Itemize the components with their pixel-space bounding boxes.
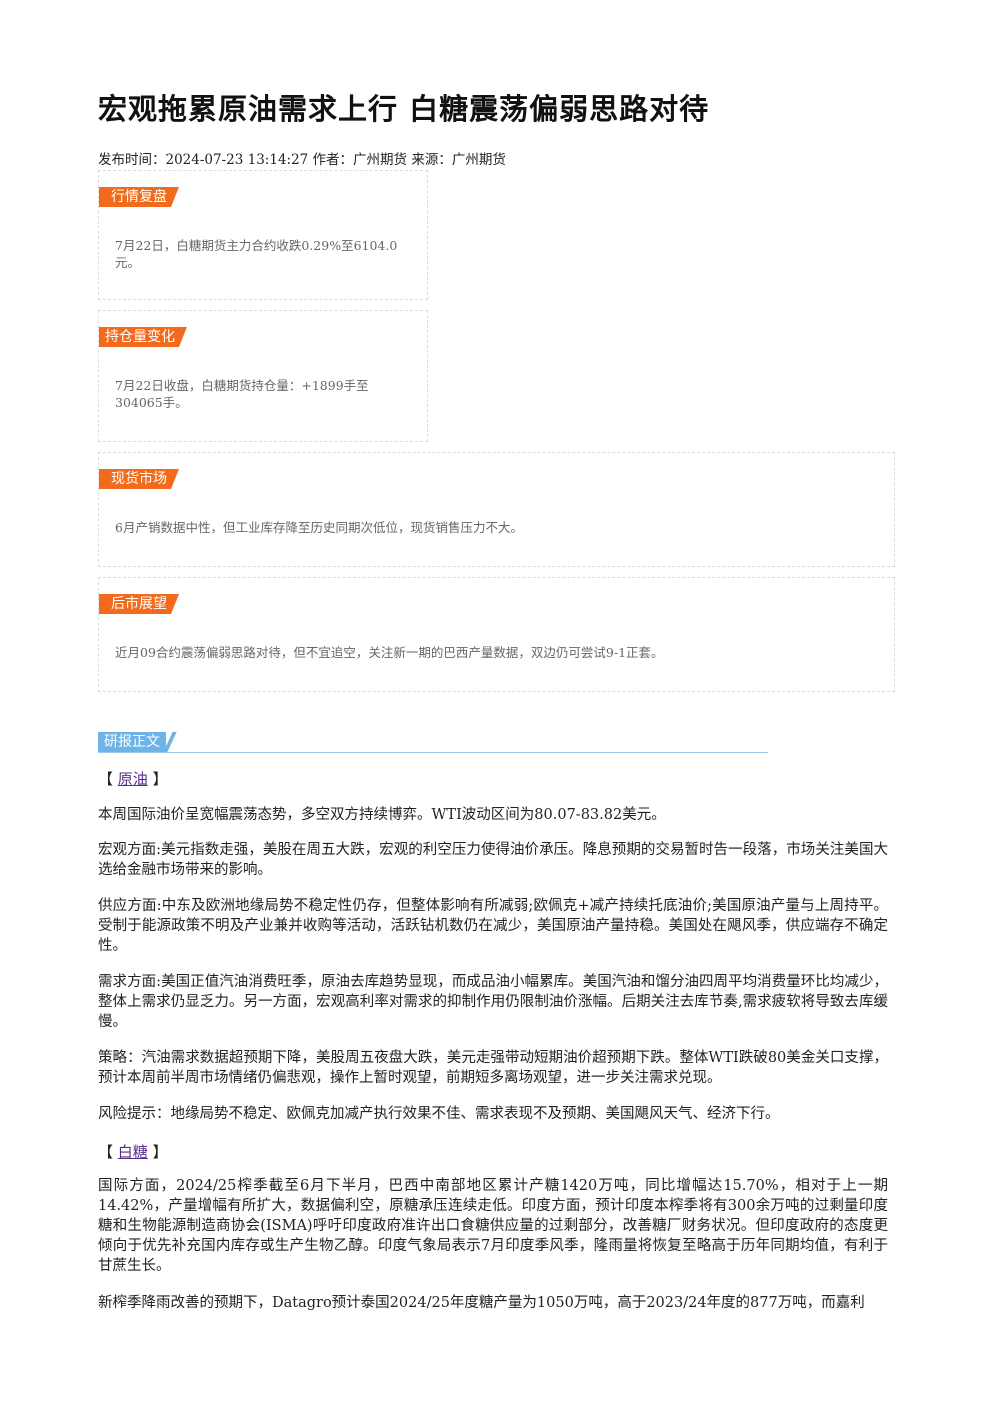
oil-paragraph: 本周国际油价呈宽幅震荡态势，多空双方持续博弈。WTI波动区间为80.07-83.… (98, 807, 666, 823)
box-tag: 行情复盘 (99, 187, 179, 207)
report-section-label: 研报正文 (98, 732, 166, 752)
report-section-header: 研报正文 (98, 732, 768, 753)
box-text: 近月09合约震荡偏弱思路对待，但不宜追空，关注新一期的巴西产量数据，双边仍可尝试… (115, 645, 664, 660)
box-tag-label: 后市展望 (99, 594, 179, 614)
sugar-heading: 【 白糖 】 (98, 1141, 168, 1162)
sugar-paragraph: 新榨季降雨改善的预期下，Datagro预计泰国2024/25年度糖产量为1050… (98, 1295, 865, 1311)
oil-paragraph: 供应方面:中东及欧洲地缘局势不稳定性仍存，但整体影响有所减弱;欧佩克+减产持续托… (98, 898, 888, 954)
oil-paragraph: 风险提示：地缘局势不稳定、欧佩克加减产执行效果不佳、需求表现不及预期、美国飓风天… (98, 1106, 780, 1122)
box-text: 6月产销数据中性，但工业库存降至历史同期次低位，现货销售压力不大。 (115, 520, 523, 535)
summary-box-market-review: 行情复盘 7月22日，白糖期货主力合约收跌0.29%至6104.0元。 (98, 170, 428, 300)
oil-paragraph: 宏观方面:美元指数走强，美股在周五大跌，宏观的利空压力使得油价承压。降息预期的交… (98, 842, 888, 878)
summary-box-open-interest: 持仓量变化 7月22日收盘，白糖期货持仓量：+1899手至304065手。 (98, 310, 428, 442)
oil-heading: 【 原油 】 (98, 768, 168, 789)
bracket-open: 【 (98, 770, 114, 788)
box-tag-label: 现货市场 (99, 469, 179, 489)
summary-box-spot-market: 现货市场 6月产销数据中性，但工业库存降至历史同期次低位，现货销售压力不大。 (98, 452, 895, 567)
box-tag: 持仓量变化 (99, 327, 187, 347)
oil-paragraph: 策略：汽油需求数据超预期下降，美股周五夜盘大跌，美元走强带动短期油价超预期下跌。… (98, 1050, 888, 1086)
sugar-paragraph: 国际方面，2024/25榨季截至6月下半月，巴西中南部地区累计产糖1420万吨，… (98, 1178, 888, 1274)
bracket-open: 【 (98, 1143, 114, 1161)
bracket-close: 】 (152, 770, 168, 788)
box-tag-label: 行情复盘 (99, 187, 179, 207)
article-meta: 发布时间：2024-07-23 13:14:27 作者：广州期货 来源：广州期货 (98, 152, 506, 168)
box-tag: 后市展望 (99, 594, 179, 614)
summary-box-outlook: 后市展望 近月09合约震荡偏弱思路对待，但不宜追空，关注新一期的巴西产量数据，双… (98, 577, 895, 692)
box-text: 7月22日收盘，白糖期货持仓量：+1899手至304065手。 (115, 378, 369, 410)
page-title: 宏观拖累原油需求上行 白糖震荡偏弱思路对待 (98, 92, 710, 126)
box-tag: 现货市场 (99, 469, 179, 489)
oil-paragraph: 需求方面:美国正值汽油消费旺季，原油去库趋势显现，而成品油小幅累库。美国汽油和馏… (98, 974, 888, 1030)
bracket-close: 】 (152, 1143, 168, 1161)
oil-link[interactable]: 原油 (117, 770, 148, 788)
sugar-link[interactable]: 白糖 (117, 1143, 148, 1161)
box-text: 7月22日，白糖期货主力合约收跌0.29%至6104.0元。 (115, 238, 398, 270)
box-tag-label: 持仓量变化 (99, 327, 187, 347)
